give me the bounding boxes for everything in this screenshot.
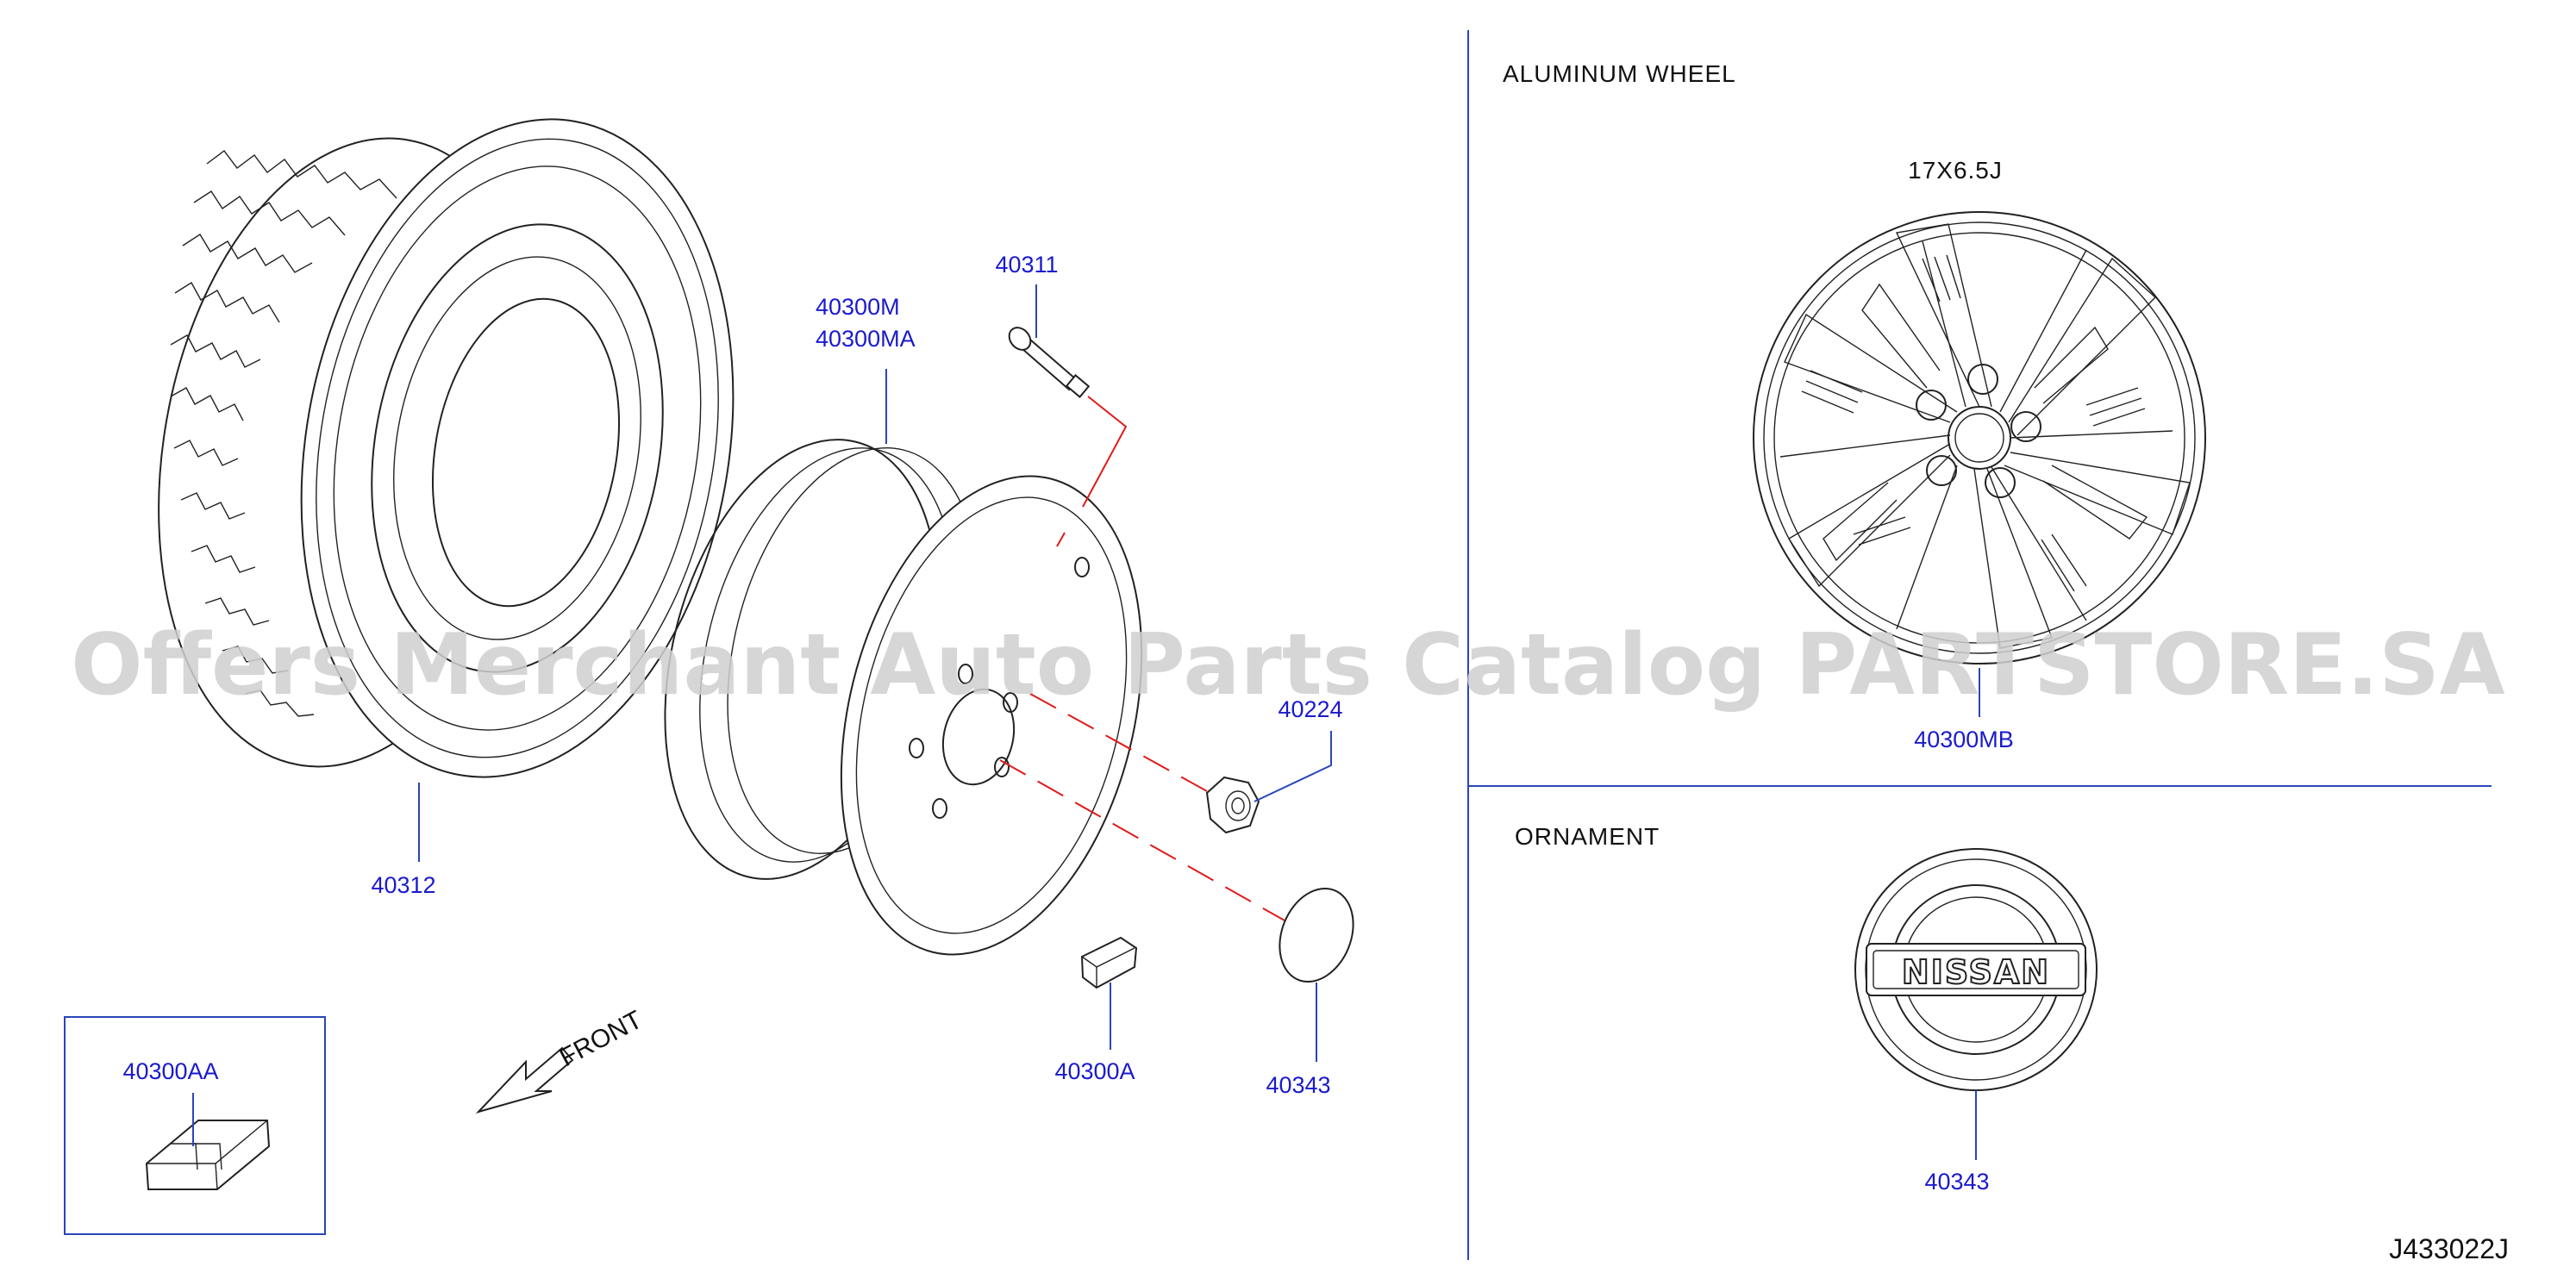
nut-leader [1254,731,1332,802]
diagram-reference-code: J433022J [2389,1233,2509,1264]
valve-illustration [1008,327,1091,398]
nissan-logo-text: NISSAN [1902,953,2050,991]
part-label-weight-kit[interactable]: 40300AA [122,1058,218,1084]
ornament-illustration [1854,848,2098,1091]
weight-kit-box [64,1016,326,1235]
cap-assembly-line [999,759,1285,921]
part-label-ornament[interactable]: 40343 [1924,1169,1989,1195]
part-label-nut[interactable]: 40224 [1278,696,1342,722]
wheel-size-label: 17X6.5J [1908,157,2003,184]
watermark-text: Offers Merchant Auto Parts Catalog PARTS… [71,616,2505,714]
nut-assembly-line [1029,693,1208,792]
valve-assembly-line [1056,396,1128,547]
part-label-wheel-1[interactable]: 40300M [816,294,900,320]
section-title-ornament: ORNAMENT [1515,823,1660,850]
part-label-valve[interactable]: 40311 [995,252,1058,278]
center-cap-illustration [1279,887,1354,983]
nut-illustration [1205,776,1260,834]
part-label-tire[interactable]: 40312 [371,872,435,898]
part-label-wheel-2[interactable]: 40300MA [816,326,916,352]
steel-wheel-illustration [664,439,1143,956]
aluminum-wheel-illustration [1753,211,2206,664]
part-label-cap[interactable]: 40343 [1266,1072,1330,1098]
part-label-aluminum-wheel[interactable]: 40300MB [1914,727,2014,752]
front-label: FRONT [555,1006,647,1073]
front-arrow-icon [475,1046,574,1114]
weight-illustration [1080,936,1138,989]
part-label-weight[interactable]: 40300A [1054,1058,1135,1084]
section-dividers [1467,30,2492,1260]
section-title-aluminum-wheel: ALUMINUM WHEEL [1503,60,1736,87]
tire-illustration [158,118,735,778]
